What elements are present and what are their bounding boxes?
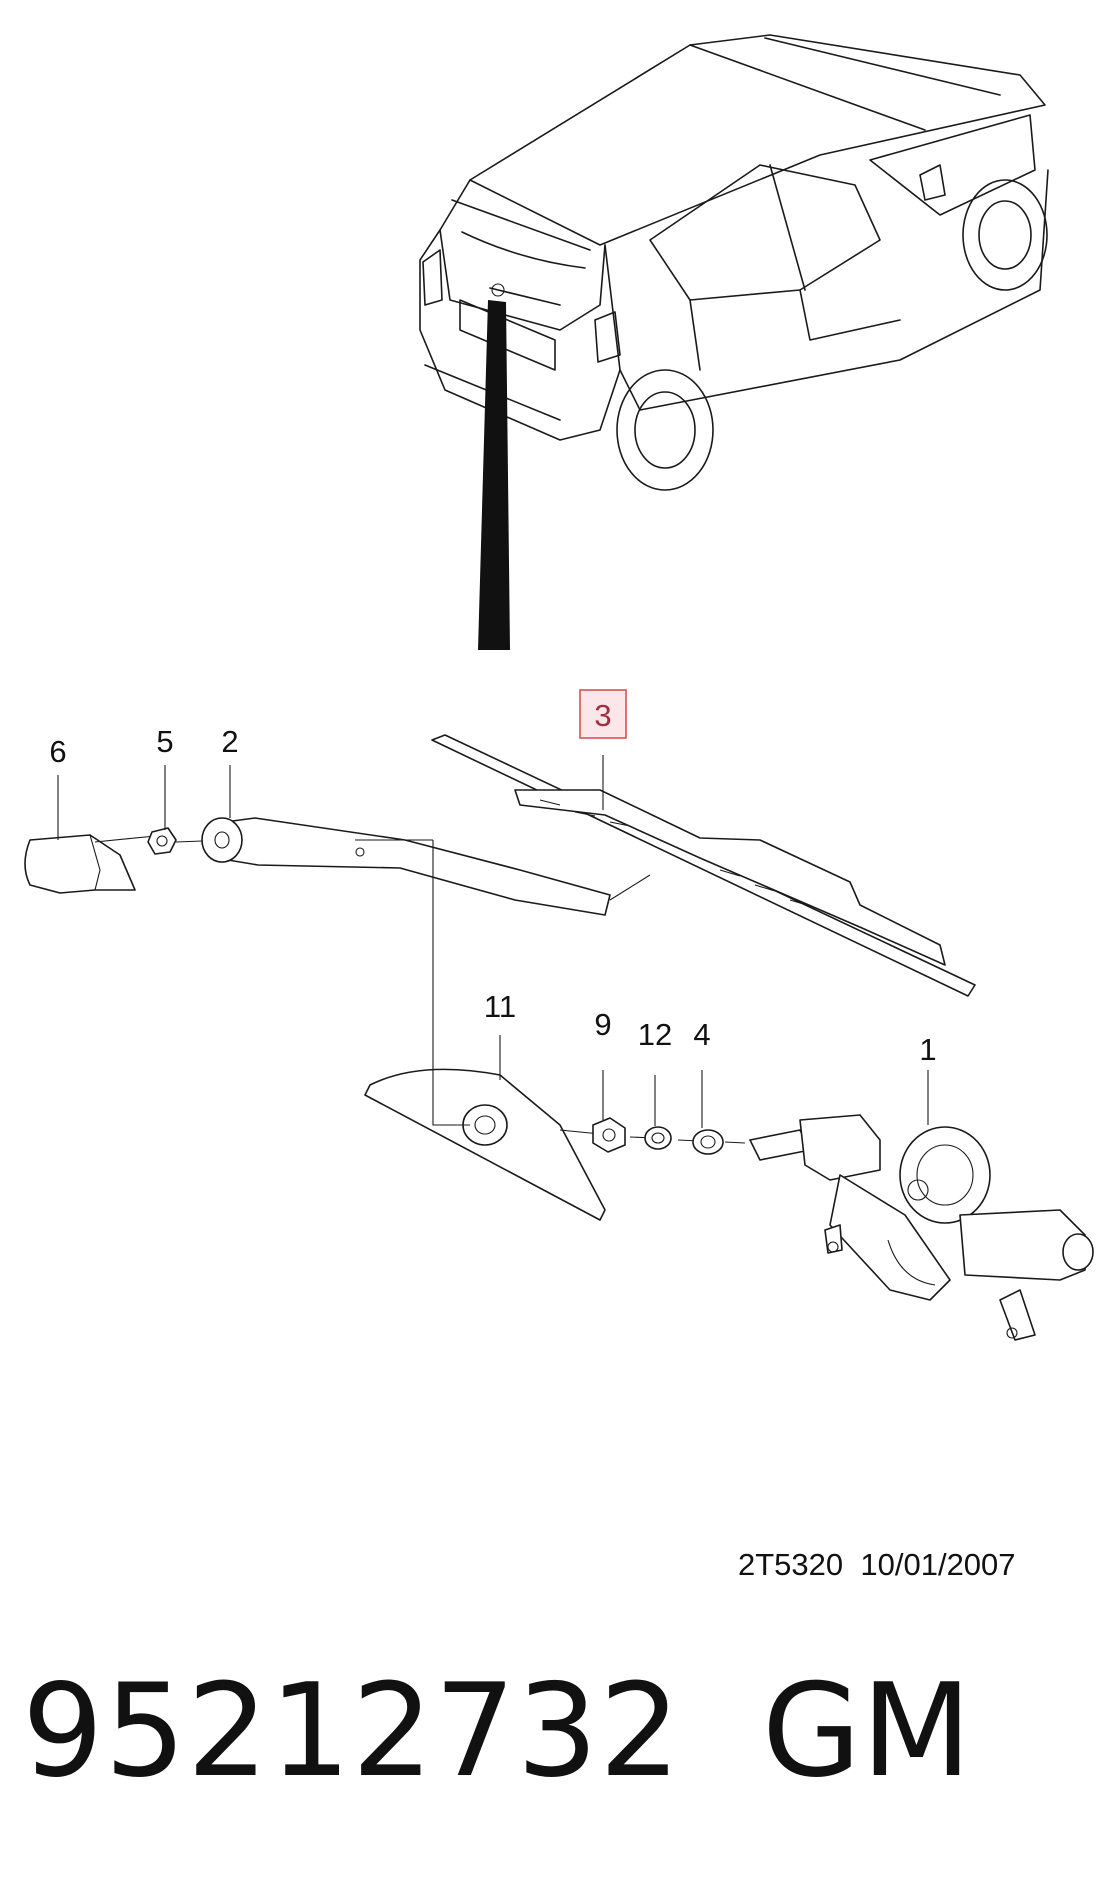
wiper-arm [201,817,651,916]
drawing-date: 10/01/2007 [860,1547,1016,1582]
car-illustration [419,34,1049,491]
callout-6: 6 [49,734,66,769]
callout-4: 4 [693,1017,710,1052]
callout-5: 5 [156,724,173,759]
drawing-code: 2T5320 [738,1547,844,1582]
seal-4 [692,1129,724,1155]
callout-3: 3 [594,698,611,733]
drawing-reference: 2T5320 10/01/2007 [738,1547,1016,1583]
wiper-blade [431,734,976,997]
brand-name: GM [762,1657,972,1806]
alignment-line-shaft [559,1129,746,1144]
cover-plate [364,1068,606,1221]
callout-11: 11 [484,989,516,1024]
wiper-motor [749,1114,1094,1341]
nut-5 [147,827,203,855]
alignment-line-vertical [432,840,470,1126]
callout-3-highlight [579,689,627,739]
washer-12 [644,1126,672,1150]
exploded-view [24,734,1094,1341]
arm-cap [24,834,156,894]
callout-1: 1 [919,1032,936,1067]
leader-arrow [478,300,510,650]
callout-2: 2 [221,724,238,759]
nut-9 [592,1117,626,1153]
part-number: 95212732 [22,1657,682,1806]
callout-9: 9 [594,1007,611,1042]
callout-12: 12 [638,1017,672,1052]
